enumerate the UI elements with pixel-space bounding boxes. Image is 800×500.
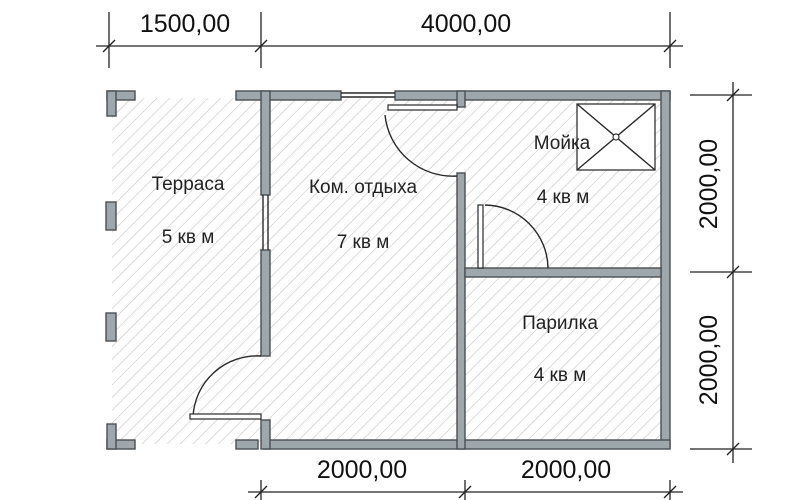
washroom-name: Мойка xyxy=(534,133,591,154)
bottom-wall xyxy=(263,439,671,450)
dimension-right: 2000,00 2000,00 xyxy=(690,82,752,463)
lounge-area: 7 кв м xyxy=(337,232,390,253)
lounge-west-wall-lower xyxy=(260,249,271,357)
partition-upper-stub xyxy=(456,90,466,108)
room-labels: Терраса 5 кв м Ком. отдыха 7 кв м Мойка … xyxy=(152,133,599,386)
dimension-bottom: 2000,00 2000,00 xyxy=(248,456,683,500)
floor-hatching xyxy=(112,98,665,444)
terrace-area: 5 кв м xyxy=(162,227,215,248)
terrace-name: Терраса xyxy=(152,174,225,195)
lounge-west-wall-bottom xyxy=(260,419,271,450)
corner-post-bottom-v xyxy=(106,423,117,450)
steam-room-name: Парилка xyxy=(522,313,598,334)
steam-room-floor xyxy=(462,276,665,444)
dimension-bottom-right: 2000,00 xyxy=(521,456,611,484)
bottom-wall-stub xyxy=(235,439,259,450)
shower-drain xyxy=(612,133,620,141)
door-washroom xyxy=(384,104,458,177)
walls xyxy=(105,90,671,450)
window-top xyxy=(341,92,395,98)
terrace-floor xyxy=(112,98,268,444)
terrace-post-1 xyxy=(105,201,117,231)
lounge-west-wall-upper xyxy=(260,90,271,196)
lounge-name: Ком. отдыха xyxy=(309,177,418,198)
washroom-steam-partition xyxy=(464,267,662,278)
dimension-right-lower: 2000,00 xyxy=(695,315,723,405)
lounge-floor xyxy=(268,98,462,444)
dimension-bottom-left: 2000,00 xyxy=(317,456,407,484)
terrace-post-2 xyxy=(105,312,117,342)
steam-room-area: 4 кв м xyxy=(534,365,587,386)
dimension-right-upper: 2000,00 xyxy=(695,139,723,229)
right-wall xyxy=(660,90,671,449)
shower-tray xyxy=(576,103,656,171)
door-entrance xyxy=(189,355,262,420)
dimension-top-main: 4000,00 xyxy=(421,10,511,38)
window-lounge-terrace xyxy=(262,195,269,250)
dimension-top-terrace: 1500,00 xyxy=(140,10,230,38)
door-steam-room xyxy=(477,204,549,269)
dimension-top: 1500,00 4000,00 xyxy=(96,10,683,68)
top-wall-left xyxy=(235,90,342,101)
washroom-area: 4 кв м xyxy=(537,187,590,208)
partition-wall xyxy=(456,172,466,450)
top-wall-right xyxy=(394,90,671,101)
corner-post-top-v xyxy=(106,90,117,117)
